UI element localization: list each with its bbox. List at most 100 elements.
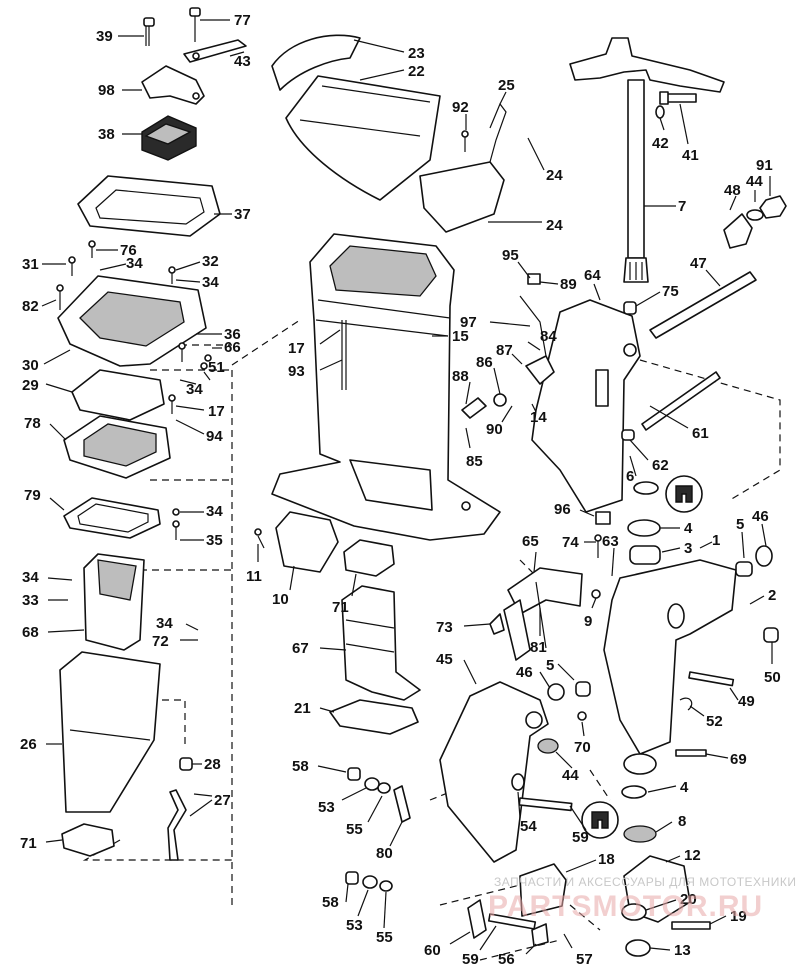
callout-65: 65 <box>522 533 539 550</box>
part-44-washer-b <box>537 738 559 754</box>
callout-6: 6 <box>626 468 634 485</box>
part-53-nut-a <box>364 777 380 791</box>
part-20-washer <box>621 903 647 921</box>
part-19-bolt <box>671 921 711 930</box>
callout-94: 94 <box>206 428 223 445</box>
part-44-washer-a <box>746 209 764 221</box>
callout-95: 95 <box>502 247 519 264</box>
callout-45: 45 <box>436 651 453 668</box>
callout-5b: 5 <box>546 657 554 674</box>
callout-80: 80 <box>376 845 393 862</box>
part-5-bushing-b <box>575 681 591 697</box>
callout-86: 86 <box>476 354 493 371</box>
callout-11: 11 <box>246 568 262 585</box>
part-23-cover <box>271 34 361 91</box>
callout-74: 74 <box>562 534 579 551</box>
small-fasteners-left <box>56 240 212 540</box>
callout-44a: 44 <box>746 173 763 190</box>
part-10-cover-plate <box>275 511 339 573</box>
callout-47: 47 <box>690 255 707 272</box>
callout-36: 36 <box>224 326 241 343</box>
callout-78: 78 <box>24 415 41 432</box>
callout-76: 76 <box>120 242 137 259</box>
callout-41: 41 <box>682 147 699 164</box>
part-46-washer-b <box>547 683 565 701</box>
part-41-bolt <box>659 91 697 105</box>
callout-96: 96 <box>554 501 571 518</box>
callout-20: 20 <box>680 891 697 908</box>
callout-15: 15 <box>452 328 469 345</box>
callout-24a: 24 <box>546 167 563 184</box>
callout-71b: 71 <box>20 835 37 852</box>
callout-1: 1 <box>712 532 720 549</box>
callout-89: 89 <box>560 276 577 293</box>
callout-63: 63 <box>602 533 619 550</box>
callout-32: 32 <box>202 253 219 270</box>
part-59-bolt-mid <box>518 797 573 812</box>
part-28-fitting <box>179 757 193 771</box>
part-48-clip <box>723 213 753 249</box>
callout-59b: 59 <box>462 951 479 968</box>
part-8-seal <box>623 825 657 843</box>
callout-67: 67 <box>292 640 309 657</box>
part-60-plate <box>467 899 487 939</box>
callout-23: 23 <box>408 45 425 62</box>
part-77-bolt <box>189 7 201 42</box>
part-9-screw <box>591 589 601 599</box>
callout-66: 66 <box>224 339 241 356</box>
part-50-bushing <box>763 627 779 643</box>
part-95-fitting <box>527 273 541 285</box>
part-13-nut <box>625 939 651 957</box>
callout-64: 64 <box>584 267 601 284</box>
callout-labels: 39 77 43 98 38 23 22 92 25 24 24 42 41 4… <box>20 12 781 968</box>
callout-33: 33 <box>22 592 39 609</box>
callout-34c: 34 <box>186 381 203 398</box>
callout-90: 90 <box>486 421 503 438</box>
callout-82: 82 <box>22 298 39 315</box>
part-67-mount <box>341 585 421 701</box>
callout-38: 38 <box>98 126 115 143</box>
part-92-screw <box>461 130 469 152</box>
part-1-swivel-bracket <box>603 559 737 775</box>
part-43-bracket <box>183 39 247 63</box>
callout-31: 31 <box>22 256 39 273</box>
part-7-steering-shaft <box>569 37 725 283</box>
callout-55b: 55 <box>376 929 393 946</box>
part-71-seal-b <box>343 539 395 577</box>
part-39-bolt <box>143 17 155 46</box>
watermark-logo-text: PARTSMOTOR.RU <box>488 890 763 923</box>
callout-73: 73 <box>436 619 453 636</box>
callout-4b: 4 <box>680 779 689 796</box>
callout-44b: 44 <box>562 767 579 784</box>
callout-70: 70 <box>574 739 591 756</box>
callout-43: 43 <box>234 53 251 70</box>
callout-53a: 53 <box>318 799 335 816</box>
part-62-bushing <box>621 429 635 441</box>
part-52-clip <box>679 697 693 711</box>
callout-46a: 46 <box>752 508 769 525</box>
part-3-bushing <box>629 545 661 565</box>
callout-60: 60 <box>424 942 441 959</box>
part-5-bushing <box>735 561 753 577</box>
part-96-block <box>595 511 611 525</box>
callout-10: 10 <box>272 591 289 608</box>
callout-88: 88 <box>452 368 469 385</box>
callout-71a: 71 <box>332 599 349 616</box>
callout-53b: 53 <box>346 917 363 934</box>
callout-55a: 55 <box>346 821 363 838</box>
callout-77: 77 <box>234 12 251 29</box>
part-22-cover <box>285 75 441 201</box>
part-58-bushing-a <box>347 767 361 781</box>
callout-3: 3 <box>684 540 692 557</box>
callout-28: 28 <box>204 756 221 773</box>
callout-85: 85 <box>466 453 483 470</box>
callout-93: 93 <box>288 363 305 380</box>
part-61-rod <box>641 371 721 431</box>
part-59-bolt-bottom <box>487 913 537 930</box>
callout-35: 35 <box>206 532 223 549</box>
part-86-clamp <box>493 393 507 407</box>
callout-19: 19 <box>730 908 747 925</box>
part-73-bumper <box>489 613 505 635</box>
part-68-exhaust-housing <box>83 553 145 651</box>
